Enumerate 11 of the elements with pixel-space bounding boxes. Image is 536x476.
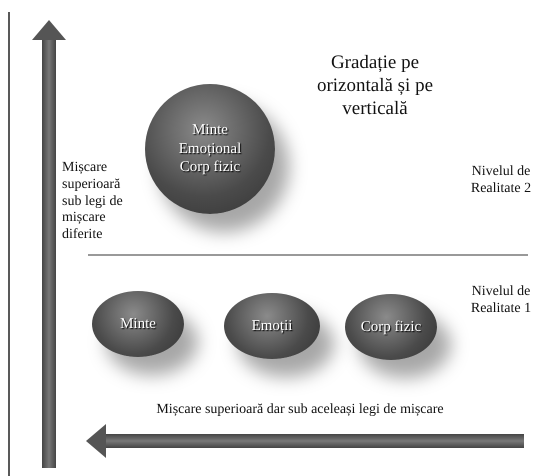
level-label: Nivelul de Realitate 1 [470, 284, 532, 318]
node-text: Minte [192, 120, 228, 140]
level-label: Nivelul de Realitate 2 [470, 164, 532, 198]
side-label: Mișcare superioară sub legi de mișcare diferite [62, 160, 124, 244]
node-text: Emoțional [178, 140, 242, 158]
axis-label: Mișcare superioară dar sub aceleași legi de mișcare [155, 402, 445, 419]
node-text: Corp fizic [180, 158, 240, 178]
node-text: Minte [120, 314, 156, 334]
heading: Gradație pe orizontală și pe verticală [316, 52, 434, 120]
node-text: Emoții [252, 316, 292, 336]
node-text: Corp fizic [360, 318, 422, 336]
